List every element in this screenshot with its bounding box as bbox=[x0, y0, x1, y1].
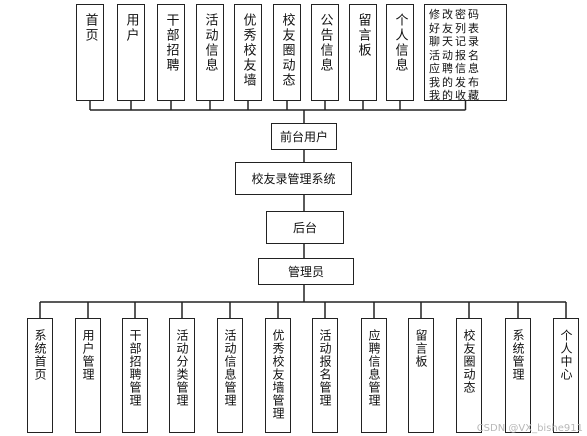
front-extra-line: 我的收藏 bbox=[429, 89, 481, 102]
admin-module-8: 应聘信息管理 bbox=[361, 318, 387, 433]
admin-module-5: 活动信息管理 bbox=[217, 318, 243, 433]
admin-module-9: 留言板 bbox=[408, 318, 434, 433]
front-module-8: 留言板 bbox=[349, 4, 377, 101]
admin-module-10: 校友圈动态 bbox=[456, 318, 482, 433]
front-module-extra-box: 修改密码好友列表聊天记录活动报名应聘信息我的发布我的收藏 bbox=[424, 4, 507, 102]
admin-module-11: 系统管理 bbox=[505, 318, 531, 433]
admin-module-4: 活动分类管理 bbox=[169, 318, 195, 433]
admin-box: 管理员 bbox=[258, 258, 354, 285]
admin-module-6: 优秀校友墙管理 bbox=[265, 318, 291, 433]
front-extra-line: 聊天记录 bbox=[429, 35, 481, 48]
system-box: 校友录管理系统 bbox=[235, 162, 352, 195]
front-extra-line: 应聘信息 bbox=[429, 62, 481, 75]
front-user-box: 前台用户 bbox=[271, 123, 337, 150]
front-extra-line: 好友列表 bbox=[429, 21, 481, 35]
front-module-9: 个人信息 bbox=[386, 4, 414, 101]
front-module-2: 用户 bbox=[117, 4, 145, 101]
front-module-1: 首页 bbox=[76, 4, 104, 101]
front-module-7: 公告信息 bbox=[311, 4, 339, 101]
admin-module-3: 干部招聘管理 bbox=[122, 318, 148, 433]
front-extra-line: 我的发布 bbox=[429, 75, 481, 89]
admin-module-1: 系统首页 bbox=[27, 318, 53, 433]
admin-module-7: 活动报名管理 bbox=[312, 318, 338, 433]
front-extra-line: 修改密码 bbox=[429, 8, 481, 21]
front-module-4: 活动信息 bbox=[196, 4, 224, 101]
front-module-3: 干部招聘 bbox=[157, 4, 185, 101]
front-module-6: 校友圈动态 bbox=[273, 4, 301, 101]
watermark: CSDN @VX_bishe911 bbox=[476, 423, 583, 434]
front-module-5: 优秀校友墙 bbox=[234, 4, 262, 101]
backend-box: 后台 bbox=[266, 211, 344, 244]
admin-module-2: 用户管理 bbox=[75, 318, 101, 433]
front-extra-line: 活动报名 bbox=[429, 48, 481, 62]
admin-module-12: 个人中心 bbox=[553, 318, 579, 433]
